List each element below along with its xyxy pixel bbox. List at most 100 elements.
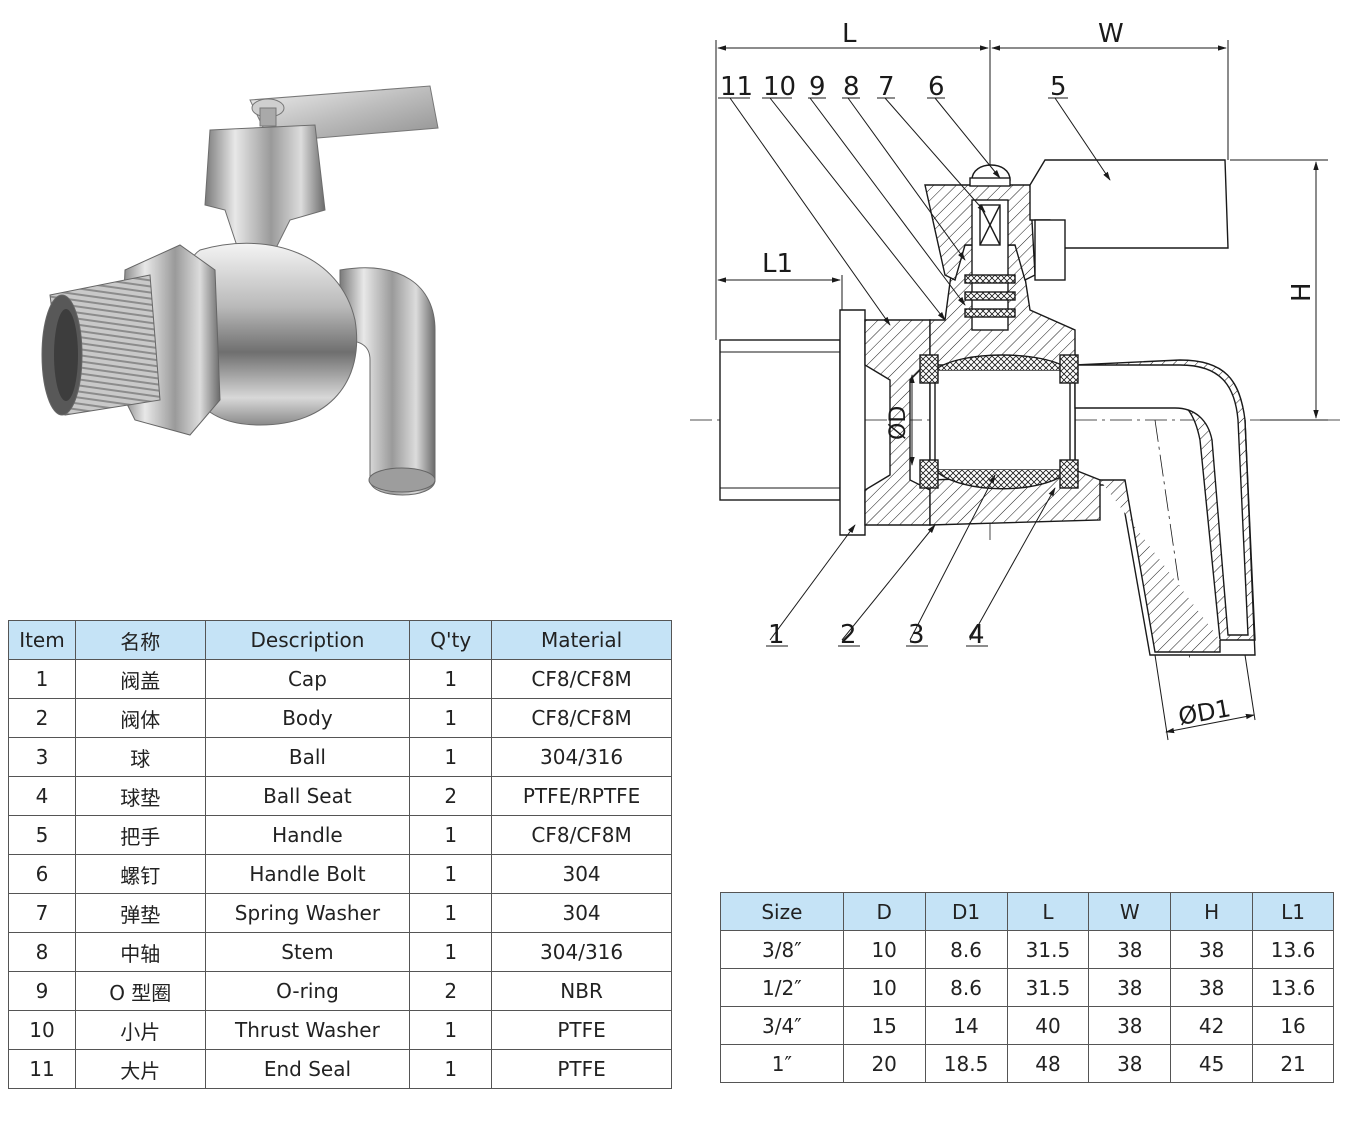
callout-5: 5 [1050,72,1067,102]
dim-D1-line [1165,713,1255,734]
spout [339,267,436,496]
callout-6: 6 [928,72,945,102]
parts-table-cell: 阀体 [74,698,206,738]
ball-seat-right [1059,354,1079,384]
parts-table-cell: 弹垫 [74,893,206,933]
col-H: H [1170,892,1254,931]
size-table-cell: 42 [1170,1006,1254,1045]
col-L: L [1006,892,1090,931]
col-W: W [1088,892,1172,931]
size-table-cell: 38 [1088,1006,1172,1045]
parts-table-cell: 7 [8,893,76,933]
callout-2: 2 [840,620,857,650]
size-table-cell: 16 [1252,1006,1334,1045]
parts-table-cell: 5 [8,815,76,855]
callout-3: 3 [908,620,925,650]
col-size: Size [720,892,844,931]
col-item: Item [8,620,76,660]
parts-table-cell: 2 [409,971,493,1011]
parts-table-cell: Spring Washer [204,893,411,933]
parts-table-cell: 1 [8,659,76,699]
dim-D-label: ØD [886,406,911,440]
parts-table-cell: 2 [8,698,76,738]
parts-table-cell: 11 [8,1049,76,1089]
size-table-cell: 3/8″ [720,930,844,969]
dim-W-label: W [1098,20,1124,49]
size-table-cell: 38 [1170,930,1254,969]
parts-table-cell: 2 [409,776,493,816]
parts-table-cell: 304 [491,854,672,894]
size-table-cell: 8.6 [924,930,1008,969]
callout-1: 1 [768,620,785,650]
hex-flange [839,309,866,536]
parts-table-cell: Handle [204,815,411,855]
callout-10: 10 [763,72,796,102]
parts-table-cell: 304/316 [491,932,672,972]
parts-table-cell: 1 [409,893,493,933]
parts-table-cell: 6 [8,854,76,894]
parts-table-cell: PTFE [491,1010,672,1050]
parts-table-cell: 球垫 [74,776,206,816]
col-description: Description [204,620,411,660]
parts-table-cell: 4 [8,776,76,816]
ball [934,369,1071,471]
col-D1: D1 [924,892,1008,931]
parts-table-cell: 8 [8,932,76,972]
parts-table-cell: 3 [8,737,76,777]
parts-table-cell: PTFE/RPTFE [491,776,672,816]
col-chinese-name: 名称 [74,620,206,660]
col-material: Material [491,620,672,660]
size-table-cell: 18.5 [924,1044,1008,1083]
parts-table-cell: 把手 [74,815,206,855]
parts-table-cell: 1 [409,698,493,738]
size-table-cell: 8.6 [924,968,1008,1007]
parts-table-cell: O 型圈 [74,971,206,1011]
size-table-cell: 38 [1088,930,1172,969]
parts-table-cell: 1 [409,737,493,777]
cap [204,124,326,261]
size-table-cell: 1/2″ [720,968,844,1007]
parts-table-cell: 10 [8,1010,76,1050]
size-table-cell: 31.5 [1006,930,1090,969]
parts-table-cell: 1 [409,1049,493,1089]
size-table-cell: 13.6 [1252,930,1334,969]
parts-table-cell: 9 [8,971,76,1011]
size-table-cell: 38 [1170,968,1254,1007]
parts-table-cell: Cap [204,659,411,699]
size-table-header-row: Size D D1 L W H L1 [720,892,1334,931]
valve-product-photo [41,85,439,496]
parts-table-cell: 304/316 [491,737,672,777]
parts-table-cell: CF8/CF8M [491,815,672,855]
threaded-inlet [719,339,841,501]
parts-table-cell: CF8/CF8M [491,698,672,738]
parts-table-cell: 304 [491,893,672,933]
callout-7: 7 [878,72,895,102]
callout-4: 4 [968,620,985,650]
dim-L1-label: L1 [762,249,793,279]
parts-table-cell: 1 [409,854,493,894]
size-table-cell: 3/4″ [720,1006,844,1045]
size-table-cell: 45 [1170,1044,1254,1083]
size-table-cell: 38 [1088,1044,1172,1083]
dim-H-label: H [1287,282,1317,302]
parts-table-cell: O-ring [204,971,411,1011]
parts-table-cell: 1 [409,815,493,855]
ball-seat-left [919,354,939,384]
parts-table-cell: CF8/CF8M [491,659,672,699]
parts-table-cell: 阀盖 [74,659,206,699]
callout-11: 11 [720,72,753,102]
parts-table-cell: 球 [74,737,206,777]
